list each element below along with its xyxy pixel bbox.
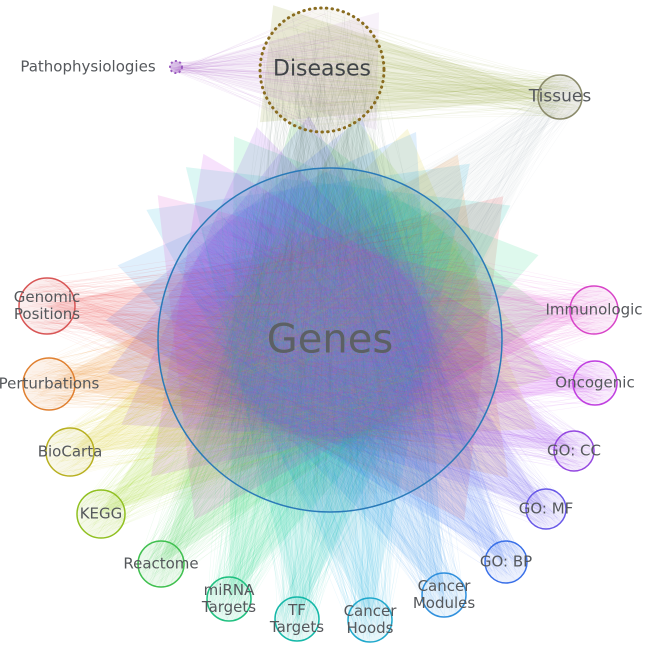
edge-bundle-tissues-genes — [162, 76, 582, 510]
node-tissues[interactable] — [537, 74, 583, 120]
node-mirna_targets[interactable] — [206, 576, 252, 622]
edge-bundle-mirna_targets-genes — [207, 168, 497, 621]
edge-washes — [47, 5, 595, 620]
edge-bundle-tf_targets-genes — [198, 170, 491, 641]
edge-bundle-pathophysiologies-diseases — [170, 9, 382, 128]
edge-wash-cancer_hoods-genes — [146, 163, 470, 620]
node-kegg[interactable] — [76, 489, 126, 539]
edge-bundle-cancer_modules-genes — [160, 168, 467, 617]
node-go_bp[interactable] — [484, 540, 528, 584]
node-genomic_positions[interactable] — [18, 277, 76, 335]
edge-bundle-immunologic-genes — [163, 203, 617, 495]
node-cancer_modules[interactable] — [421, 572, 467, 618]
node-immunologic[interactable] — [569, 285, 619, 335]
edge-bundle-tissues-diseases — [263, 7, 582, 127]
node-go_cc[interactable] — [553, 430, 595, 472]
node-tf_targets[interactable] — [274, 596, 320, 642]
edge-wash-genomic_positions-genes — [47, 196, 504, 521]
node-reactome[interactable] — [137, 540, 185, 588]
node-go_mf[interactable] — [525, 488, 567, 530]
nodes-layer — [18, 6, 619, 643]
edge-bundle-genomic_positions-genes — [19, 214, 501, 497]
edge-bundle-biocarta-genes — [46, 173, 496, 476]
edge-wash-mirna_targets-genes — [229, 136, 539, 599]
node-pathophysiologies[interactable] — [169, 60, 183, 74]
node-perturbations[interactable] — [22, 357, 76, 411]
edge-bundle-perturbations-genes — [23, 194, 501, 475]
edge-wash-oncogenic-genes — [151, 153, 595, 477]
edge-wash-reactome-genes — [161, 118, 554, 564]
edge-bundle-go_bp-genes — [158, 169, 528, 582]
edge-wash-go_bp-genes — [105, 117, 507, 562]
edge-bundle-cancer_hoods-genes — [180, 169, 463, 642]
node-oncogenic[interactable] — [572, 360, 618, 406]
edge-wash-pathophysiologies-diseases — [176, 12, 379, 130]
edge-bundle-diseases-genes — [185, 8, 482, 511]
edge-bundle-reactome-genes — [139, 168, 500, 587]
node-biocarta[interactable] — [45, 427, 95, 477]
node-cancer_hoods[interactable] — [347, 597, 393, 643]
edge-wash-go_cc-genes — [121, 127, 575, 451]
node-diseases[interactable] — [258, 6, 386, 134]
edge-bundle-go_mf-genes — [161, 170, 565, 529]
edge-wash-tissues-diseases — [259, 5, 560, 123]
edge-wash-go_mf-genes — [107, 115, 547, 510]
edge-wash-tf_targets-genes — [185, 167, 511, 619]
edge-wash-biocarta-genes — [70, 128, 537, 452]
edge-wash-immunologic-genes — [157, 195, 594, 520]
edge-lines — [19, 7, 617, 642]
edge-bundle-go_cc-genes — [159, 168, 594, 471]
edge-wash-cancer_modules-genes — [117, 132, 444, 595]
edge-wash-kegg-genes — [101, 116, 553, 514]
edge-wash-perturbations-genes — [49, 154, 509, 478]
node-genes[interactable] — [157, 167, 503, 513]
edge-bundle-oncogenic-genes — [160, 176, 616, 469]
edge-bundle-kegg-genes — [77, 171, 500, 537]
